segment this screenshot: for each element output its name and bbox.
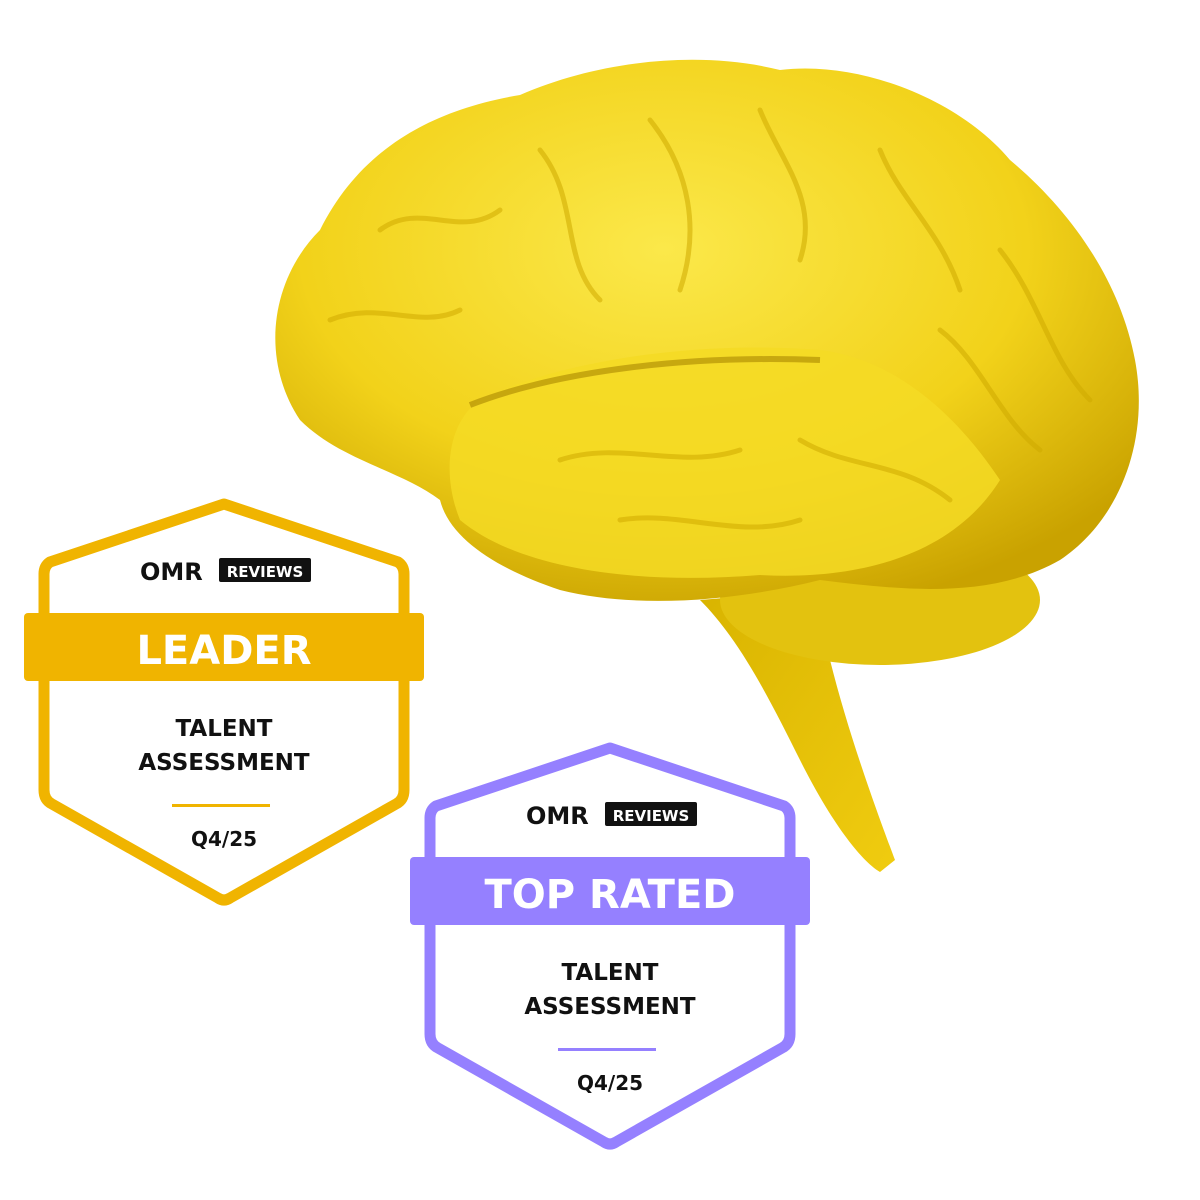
category-line-2: ASSESSMENT	[524, 994, 696, 1020]
badge-title: TOP RATED	[485, 872, 736, 918]
badge-ribbon	[24, 613, 424, 681]
badge-period: Q4/25	[577, 1071, 643, 1095]
brand-name: OMR	[526, 802, 589, 830]
badge-hexagon-outline	[424, 742, 796, 1150]
brainstem	[700, 595, 895, 872]
omr-reviews-logo: OMR REVIEWS	[526, 802, 697, 830]
category-line-1: TALENT	[175, 716, 272, 742]
category-line-2: ASSESSMENT	[138, 750, 310, 776]
brand-tag: REVIEWS	[227, 563, 304, 581]
badge-hexagon-outline	[38, 498, 410, 906]
divider	[172, 804, 270, 807]
category-line-1: TALENT	[561, 960, 658, 986]
brand-name: OMR	[140, 558, 203, 586]
badge-ribbon	[410, 857, 810, 925]
omr-reviews-logo: OMR REVIEWS	[140, 558, 311, 586]
divider	[558, 1048, 656, 1051]
badge-period: Q4/25	[191, 827, 257, 851]
brand-tag: REVIEWS	[613, 807, 690, 825]
badge-title: LEADER	[136, 628, 311, 674]
